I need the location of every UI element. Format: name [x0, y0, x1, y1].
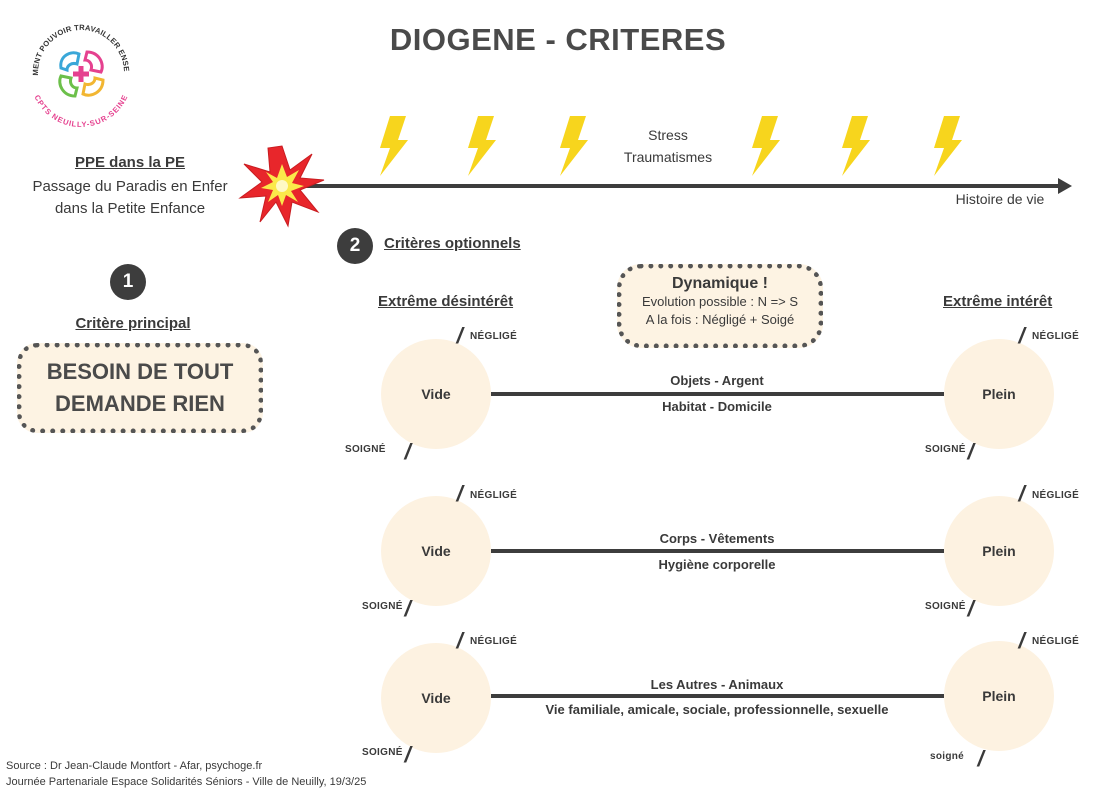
soigne-label: SOIGNÉ — [925, 444, 966, 455]
row-top-label: Objets - Argent — [670, 373, 764, 388]
vide-circle: Vide — [381, 496, 491, 606]
box-line-2: DEMANDE RIEN — [55, 391, 225, 416]
row-connector-line — [491, 694, 944, 698]
ppe-title: PPE dans la PE — [74, 154, 186, 171]
soigne-label: SOIGNÉ — [925, 601, 966, 612]
soigne-label: SOIGNÉ — [362, 747, 403, 758]
ppe-subtitle-line-1: Passage du Paradis en Enfer — [32, 178, 228, 195]
source-line-1: Source : Dr Jean-Claude Montfort - Afar,… — [6, 760, 263, 772]
neglige-label: NÉGLIGÉ — [470, 490, 518, 501]
row-top-label: Corps - Vêtements — [659, 531, 775, 546]
logo: COMMENT POUVOIR TRAVAILLER ENSEMBLE CPTS… — [18, 10, 131, 129]
critere-principal-label: Critère principal — [75, 315, 191, 332]
lightning-icon — [934, 116, 962, 176]
critere-principal-box: BESOIN DE TOUT DEMANDE RIEN — [17, 343, 263, 433]
slash-mark: / — [454, 628, 466, 653]
vide-circle: Vide — [381, 643, 491, 753]
slash-mark: / — [1016, 323, 1028, 348]
soigne-label: SOIGNÉ — [345, 444, 386, 455]
slash-mark: / — [402, 596, 414, 621]
page-title: DIOGENE - CRITERES — [389, 22, 727, 57]
slash-mark: / — [965, 596, 977, 621]
vide-circle: Vide — [381, 339, 491, 449]
slash-mark: / — [975, 746, 987, 771]
row-connector-line — [491, 549, 944, 553]
slash-mark: / — [454, 323, 466, 348]
traumatismes-label: Traumatismes — [623, 149, 713, 165]
lightning-icon — [468, 116, 496, 176]
plein-circle: Plein — [944, 496, 1054, 606]
extreme-interet-header: Extrême intérêt — [943, 293, 1053, 310]
dynamique-title: Dynamique ! — [671, 275, 768, 292]
box-line-1: BESOIN DE TOUT — [46, 359, 234, 384]
row-top-label: Les Autres - Animaux — [650, 677, 784, 692]
lightning-icon — [380, 116, 408, 176]
row-bottom-label: Vie familiale, amicale, sociale, profess… — [545, 702, 889, 717]
lightning-icon — [560, 116, 588, 176]
slash-mark: / — [402, 742, 414, 767]
slash-mark: / — [454, 481, 466, 506]
timeline-arrow-head — [1058, 178, 1072, 194]
row-connector-line — [491, 392, 944, 396]
source-line-2: Journée Partenariale Espace Solidarités … — [6, 776, 367, 788]
soigne-label-lower: soigné — [930, 751, 965, 762]
histoire-de-vie-label: Histoire de vie — [955, 191, 1045, 207]
stress-label: Stress — [648, 127, 688, 143]
neglige-label: NÉGLIGÉ — [1032, 331, 1080, 342]
dynamique-line-2: A la fois : Négligé + Soigé — [645, 312, 795, 327]
ppe-subtitle: Passage du Paradis en Enfer dans la Peti… — [15, 176, 245, 220]
plein-circle: Plein — [944, 641, 1054, 751]
section-1-number: 1 — [110, 264, 146, 300]
neglige-label: NÉGLIGÉ — [1032, 490, 1080, 501]
slash-mark: / — [1016, 481, 1028, 506]
ppe-subtitle-line-2: dans la Petite Enfance — [54, 200, 206, 217]
dynamique-line-1: Evolution possible : N => S — [641, 294, 799, 309]
criteres-optionnels-label: Critères optionnels — [384, 235, 521, 252]
lightning-icon — [752, 116, 780, 176]
plein-circle: Plein — [944, 339, 1054, 449]
neglige-label: NÉGLIGÉ — [1032, 636, 1080, 647]
dynamique-box: Dynamique ! Evolution possible : N => S … — [617, 264, 823, 348]
source-note: Source : Dr Jean-Claude Montfort - Afar,… — [6, 758, 366, 790]
section-2-number: 2 — [337, 228, 373, 264]
neglige-label: NÉGLIGÉ — [470, 331, 518, 342]
timeline — [238, 116, 1072, 228]
neglige-label: NÉGLIGÉ — [470, 636, 518, 647]
timeline-center-label: Stress Traumatismes — [600, 124, 736, 168]
extreme-desinteret-header: Extrême désintérêt — [378, 293, 514, 310]
slash-mark: / — [965, 439, 977, 464]
soigne-label: SOIGNÉ — [362, 601, 403, 612]
explosion-icon — [238, 145, 325, 228]
hands-circle-icon — [58, 50, 105, 98]
row-bottom-label: Habitat - Domicile — [662, 399, 772, 414]
slash-mark: / — [402, 439, 414, 464]
row-bottom-label: Hygiène corporelle — [658, 557, 776, 572]
lightning-icon — [842, 116, 870, 176]
